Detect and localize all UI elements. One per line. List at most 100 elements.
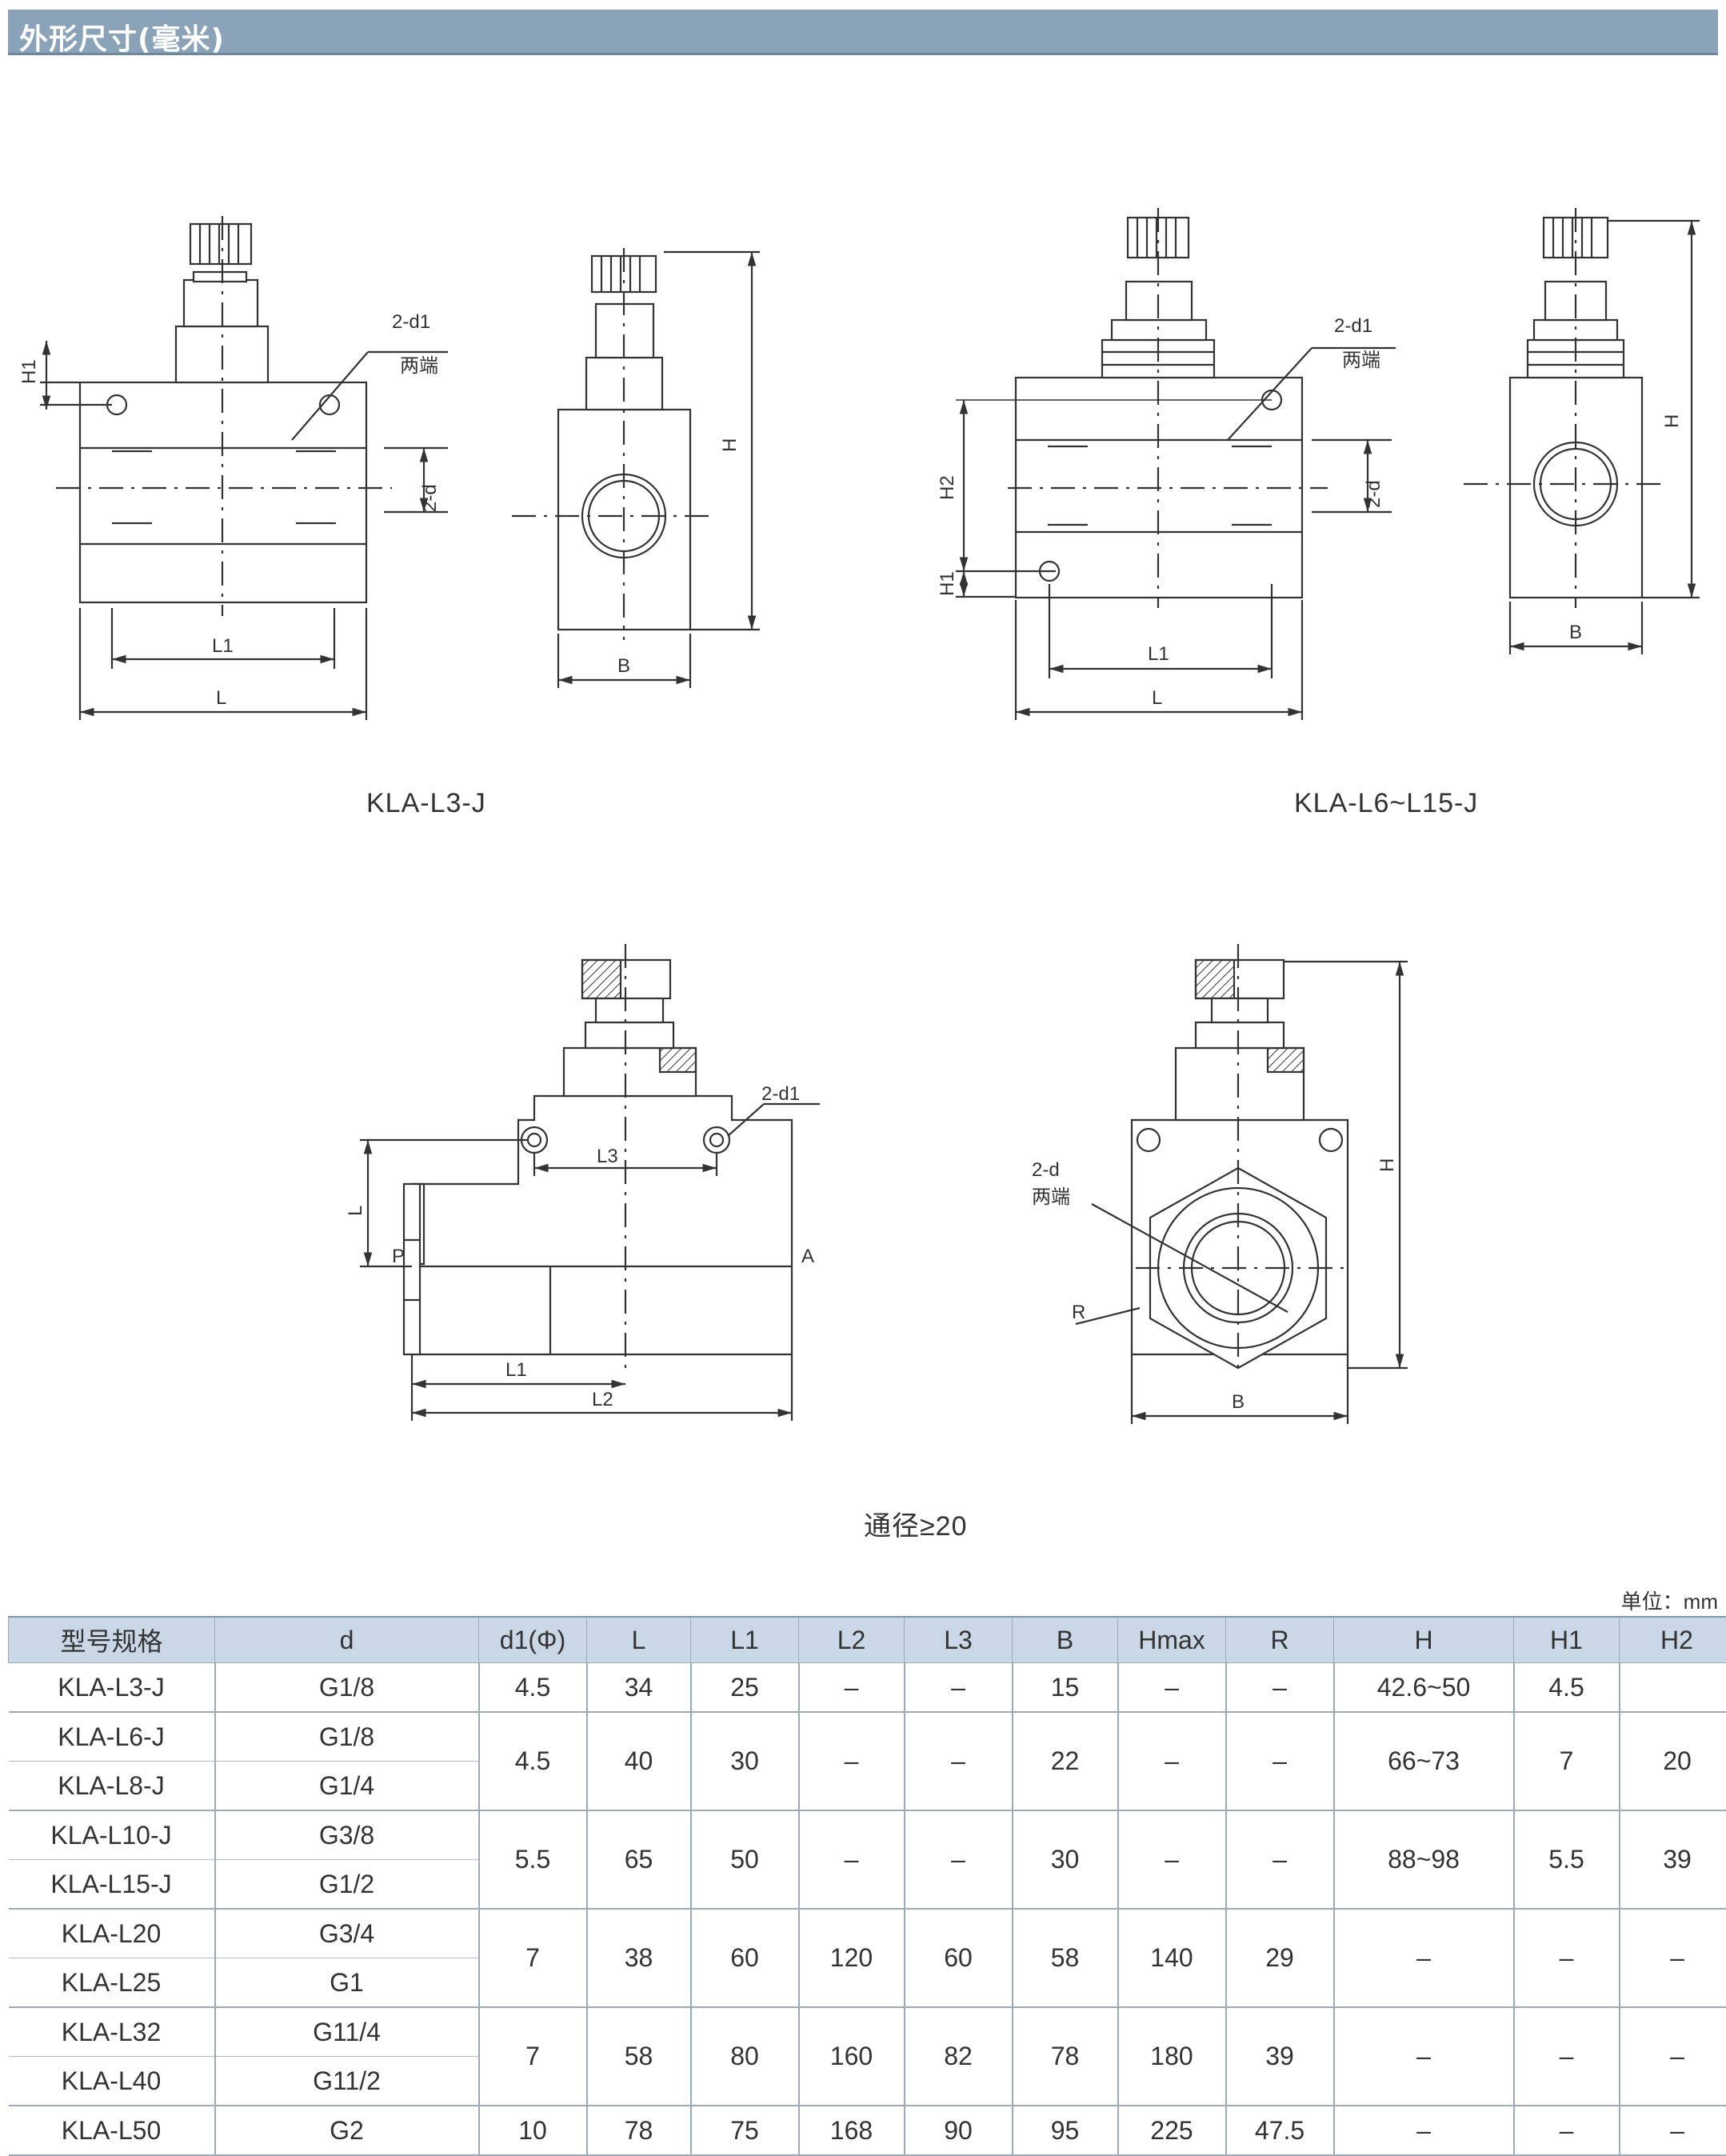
cell-d1: 7 — [479, 1909, 587, 2007]
cell-B: 78 — [1013, 2007, 1118, 2106]
cell-H: 66~73 — [1334, 1712, 1514, 1810]
fig1-front-view — [40, 216, 448, 720]
cell-L1: 75 — [691, 2106, 799, 2155]
label-H-fig2: H — [1661, 414, 1683, 428]
cell-L3: 60 — [905, 1909, 1013, 2007]
unit-label: 单位：mm — [1621, 1586, 1718, 1615]
cell-Hmax: – — [1118, 1810, 1226, 1909]
cell-model: KLA-L40 — [9, 2057, 215, 2106]
fig2-front-view — [956, 208, 1396, 720]
label-B: B — [617, 655, 630, 677]
cell-H1: – — [1514, 2007, 1620, 2106]
label-H: H — [719, 438, 741, 452]
cell-H: 42.6~50 — [1334, 1663, 1514, 1713]
col-header: R — [1226, 1617, 1334, 1663]
cell-H1: 5.5 — [1514, 1810, 1620, 1909]
spec-table: 型号规格 d d1(Φ) L L1 L2 L3 B Hmax R H H1 H2… — [8, 1616, 1726, 2156]
cell-d: G1/4 — [215, 1762, 479, 1811]
cell-model: KLA-L20 — [9, 1909, 215, 1958]
table-row: KLA-L3-J G1/8 4.5 34 25 – – 15 – – 42.6~… — [9, 1663, 1726, 1713]
label-L-fig3: L — [345, 1206, 366, 1216]
col-header: H2 — [1620, 1617, 1726, 1663]
cell-d: G3/8 — [215, 1810, 479, 1860]
label-d1: 2-d1 — [392, 311, 430, 333]
cell-d: G1 — [215, 1958, 479, 2008]
cell-L1: 80 — [691, 2007, 799, 2106]
cell-L2: – — [799, 1663, 905, 1713]
cell-Hmax: 180 — [1118, 2007, 1226, 2106]
cell-L2: 168 — [799, 2106, 905, 2155]
col-header: Hmax — [1118, 1617, 1226, 1663]
cell-B: 22 — [1013, 1712, 1118, 1810]
label-2-d-fig2: 2-d — [1363, 480, 1384, 508]
cell-L3: – — [905, 1810, 1013, 1909]
label-H2: H2 — [937, 475, 958, 500]
label-L1-fig3: L1 — [505, 1359, 527, 1381]
cell-model: KLA-L32 — [9, 2007, 215, 2057]
cell-B: 30 — [1013, 1810, 1118, 1909]
cell-L1: 60 — [691, 1909, 799, 2007]
caption-bore-ge-20: 通径≥20 — [864, 1504, 967, 1543]
fig3-front-view — [360, 944, 820, 1421]
cell-d1: 5.5 — [479, 1810, 587, 1909]
label-A: A — [801, 1246, 814, 1267]
cell-d1: 4.5 — [479, 1663, 587, 1713]
label-both-ends-fig2: 两端 — [1342, 350, 1380, 371]
cell-L2: – — [799, 1712, 905, 1810]
col-header: L1 — [691, 1617, 799, 1663]
cell-B: 95 — [1013, 2106, 1118, 2155]
cell-d: G3/4 — [215, 1909, 479, 1958]
col-header: d1(Φ) — [479, 1617, 587, 1663]
label-H1-fig2: H1 — [937, 571, 958, 596]
col-header: L2 — [799, 1617, 905, 1663]
label-P: P — [392, 1246, 405, 1267]
cell-H2: – — [1620, 2007, 1726, 2106]
cell-d1: 10 — [479, 2106, 587, 2155]
cell-L: 40 — [587, 1712, 691, 1810]
cell-H1: 7 — [1514, 1712, 1620, 1810]
col-header: d — [215, 1617, 479, 1663]
col-header: H1 — [1514, 1617, 1620, 1663]
fig3-side-view — [1076, 944, 1408, 1424]
table-row: KLA-L50 G2 10 78 75 168 90 95 225 47.5 –… — [9, 2106, 1726, 2155]
cell-R: 47.5 — [1226, 2106, 1334, 2155]
cell-L3: 90 — [905, 2106, 1013, 2155]
label-2-d-fig3: 2-d — [1032, 1159, 1060, 1181]
cell-L: 34 — [587, 1663, 691, 1713]
section-header-bar: 外形尺寸(毫米) — [8, 10, 1718, 55]
cell-L1: 30 — [691, 1712, 799, 1810]
col-header: L3 — [905, 1617, 1013, 1663]
cell-B: 15 — [1013, 1663, 1118, 1713]
col-header: H — [1334, 1617, 1514, 1663]
cell-d: G1/8 — [215, 1712, 479, 1762]
cell-model: KLA-L10-J — [9, 1810, 215, 1860]
cell-Hmax: – — [1118, 1663, 1226, 1713]
table-row: KLA-L6-J G1/8 4.5 40 30 – – 22 – – 66~73… — [9, 1712, 1726, 1762]
table-row: KLA-L20 G3/4 7 38 60 120 60 58 140 29 – … — [9, 1909, 1726, 1958]
cell-L: 65 — [587, 1810, 691, 1909]
cell-H2: – — [1620, 1909, 1726, 2007]
cell-model: KLA-L6-J — [9, 1712, 215, 1762]
label-d1-fig2: 2-d1 — [1334, 315, 1372, 337]
label-L2: L2 — [592, 1389, 613, 1410]
cell-d1: 4.5 — [479, 1712, 587, 1810]
cell-model: KLA-L50 — [9, 2106, 215, 2155]
cell-L2: 120 — [799, 1909, 905, 2007]
cell-H1: 4.5 — [1514, 1663, 1620, 1713]
label-L1: L1 — [212, 635, 234, 657]
label-B-fig3: B — [1232, 1391, 1245, 1413]
cell-Hmax: 140 — [1118, 1909, 1226, 2007]
cell-H2: 20 — [1620, 1712, 1726, 1810]
cell-B: 58 — [1013, 1909, 1118, 2007]
label-L1-fig2: L1 — [1148, 643, 1169, 665]
cell-L1: 50 — [691, 1810, 799, 1909]
cell-d: G1/8 — [215, 1663, 479, 1713]
fig1-side-view — [512, 248, 760, 688]
cell-L: 78 — [587, 2106, 691, 2155]
label-d1-fig3: 2-d1 — [761, 1083, 800, 1105]
cell-R: – — [1226, 1810, 1334, 1909]
table-row: KLA-L10-J G3/8 5.5 65 50 – – 30 – – 88~9… — [9, 1810, 1726, 1860]
cell-model: KLA-L25 — [9, 1958, 215, 2008]
label-H-fig3: H — [1376, 1158, 1398, 1172]
cell-Hmax: – — [1118, 1712, 1226, 1810]
